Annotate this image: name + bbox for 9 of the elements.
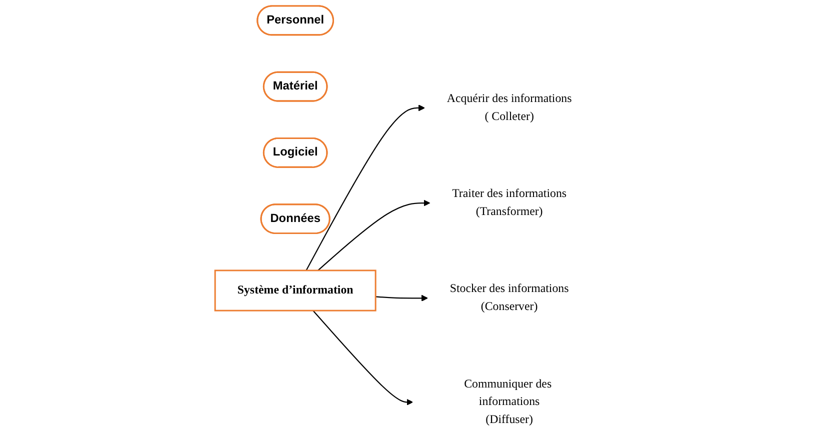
arrow xyxy=(318,200,430,271)
node-text: Communiquer des informations (Diffuser) xyxy=(464,378,552,426)
arrow xyxy=(312,310,414,406)
node-box: Système d’information xyxy=(214,270,376,312)
arrow xyxy=(306,104,425,271)
arrow xyxy=(376,294,428,302)
node-text: Stocker des informations (Conserver) xyxy=(450,282,569,313)
node-text: Traiter des informations (Transformer) xyxy=(452,187,567,218)
node-text: Acquérir des informations ( Colleter) xyxy=(446,92,572,123)
